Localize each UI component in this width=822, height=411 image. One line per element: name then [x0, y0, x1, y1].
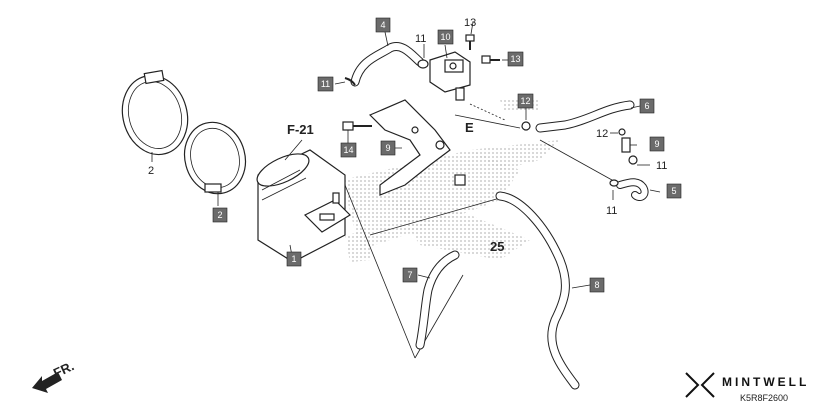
svg-text:14: 14 — [343, 145, 353, 155]
callout-box-9: 9 — [649, 136, 665, 152]
stipple-shading — [342, 98, 560, 262]
o-ring-11-right — [609, 179, 619, 187]
callout-box-7: 7 — [402, 267, 418, 283]
callout-box-14: 14 — [340, 142, 357, 158]
bolt-13-b — [481, 55, 500, 64]
reference-25: 25 — [490, 239, 504, 254]
callout-11-top: 11 — [415, 33, 426, 45]
svg-text:10: 10 — [440, 32, 450, 42]
nut — [454, 174, 466, 186]
callout-box-13: 13 — [507, 51, 524, 67]
svg-text:11: 11 — [321, 79, 330, 89]
clamp-12-b — [618, 128, 626, 136]
svg-text:5: 5 — [671, 186, 676, 196]
reference-e: E — [465, 120, 474, 135]
callout-box-11: 11 — [317, 76, 334, 92]
callout-2-plain: 2 — [148, 165, 154, 177]
bolt-13-a — [465, 34, 475, 50]
callout-box-4: 4 — [375, 17, 391, 33]
brand-logo-icon — [685, 372, 715, 398]
diagram-code: K5R8F2600 — [740, 393, 788, 403]
callout-box-1: 1 — [286, 251, 302, 267]
clip-11 — [344, 77, 356, 86]
svg-text:7: 7 — [407, 270, 412, 280]
callout-box-10: 10 — [437, 29, 454, 45]
reference-f21: F-21 — [287, 122, 314, 137]
callout-12-plain: 12 — [596, 128, 608, 140]
callout-box-2: 2 — [212, 207, 228, 223]
front-label: FR. — [51, 358, 76, 380]
callout-box-12: 12 — [517, 93, 534, 109]
callout-box-6: 6 — [639, 98, 655, 114]
callout-11-bottom: 11 — [606, 205, 617, 217]
callout-11-right: 11 — [656, 160, 667, 172]
svg-text:13: 13 — [510, 54, 520, 64]
callout-box-5: 5 — [666, 183, 682, 199]
fitting-9 — [621, 137, 638, 165]
callout-13-top: 13 — [464, 17, 476, 29]
front-arrow-icon — [32, 372, 62, 393]
hose-clamp-lower — [183, 121, 247, 206]
svg-text:9: 9 — [654, 139, 659, 149]
callout-box-8: 8 — [589, 277, 605, 293]
bolt-14 — [342, 121, 372, 140]
svg-text:8: 8 — [594, 280, 599, 290]
evap-canister — [256, 149, 351, 263]
callout-box-3: 9 — [380, 140, 396, 156]
svg-text:6: 6 — [644, 101, 649, 111]
hose-clamp-upper — [121, 69, 189, 162]
leader-f21 — [284, 139, 303, 161]
svg-text:9: 9 — [385, 143, 390, 153]
o-ring-11-top — [417, 59, 429, 69]
svg-text:12: 12 — [520, 96, 530, 106]
bracket — [368, 99, 451, 196]
svg-text:4: 4 — [380, 20, 385, 30]
brand-name: MINTWELL — [722, 375, 809, 389]
svg-text:1: 1 — [291, 254, 296, 264]
purge-valve — [429, 51, 471, 101]
svg-text:2: 2 — [217, 210, 222, 220]
clamp-12-a — [521, 121, 531, 131]
